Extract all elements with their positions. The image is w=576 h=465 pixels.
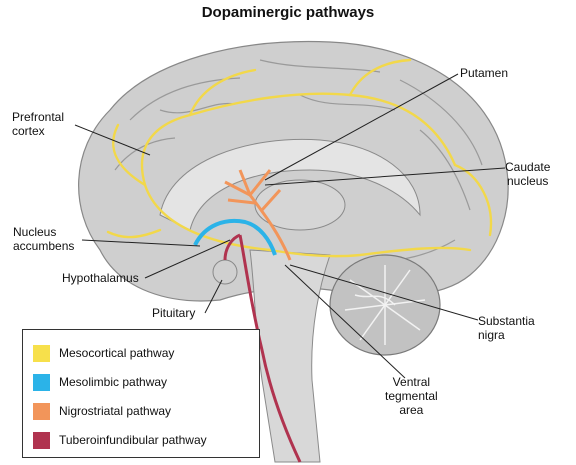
legend-label: Mesocortical pathway <box>59 346 175 360</box>
label-prefrontal-cortex: Prefrontal cortex <box>12 110 65 138</box>
label-hypothalamus: Hypothalamus <box>62 271 139 285</box>
pituitary-gland <box>212 259 238 285</box>
diagram-title: Dopaminergic pathways <box>201 4 375 21</box>
label-caudate-nucleus: Caudate nucleus <box>505 160 551 188</box>
legend-item: Tuberoinfundibular pathway <box>33 431 207 449</box>
legend-swatch <box>33 402 50 420</box>
legend-item: Nigrostriatal pathway <box>33 402 171 420</box>
mesolimbic-pathway <box>193 219 277 256</box>
label-substantia-nigra: Substantia nigra <box>478 314 535 342</box>
legend-label: Mesolimbic pathway <box>59 375 168 389</box>
legend: Mesocortical pathway Mesolimbic pathway … <box>22 329 260 458</box>
legend-swatch <box>33 344 50 362</box>
tuberoinfundibular-pathway <box>238 234 302 463</box>
label-pituitary: Pituitary <box>152 306 196 320</box>
brainstem <box>249 249 331 463</box>
leader-lines <box>74 73 506 379</box>
label-nucleus-accumbens: Nucleus accumbens <box>13 225 75 253</box>
mesocortical-pathway <box>106 58 493 258</box>
nigrostriatal-pathway <box>224 169 292 261</box>
legend-swatch <box>33 373 50 391</box>
label-ventral-tegmental-area: Ventral tegmental area <box>385 375 438 417</box>
legend-label: Nigrostriatal pathway <box>59 404 172 418</box>
legend-item: Mesolimbic pathway <box>33 373 167 391</box>
cerebellum <box>329 254 441 356</box>
legend-label: Tuberoinfundibular pathway <box>59 433 207 447</box>
corpus-callosum <box>159 138 421 231</box>
legend-swatch <box>33 431 50 449</box>
label-putamen: Putamen <box>460 66 509 80</box>
legend-item: Mesocortical pathway <box>33 344 174 362</box>
